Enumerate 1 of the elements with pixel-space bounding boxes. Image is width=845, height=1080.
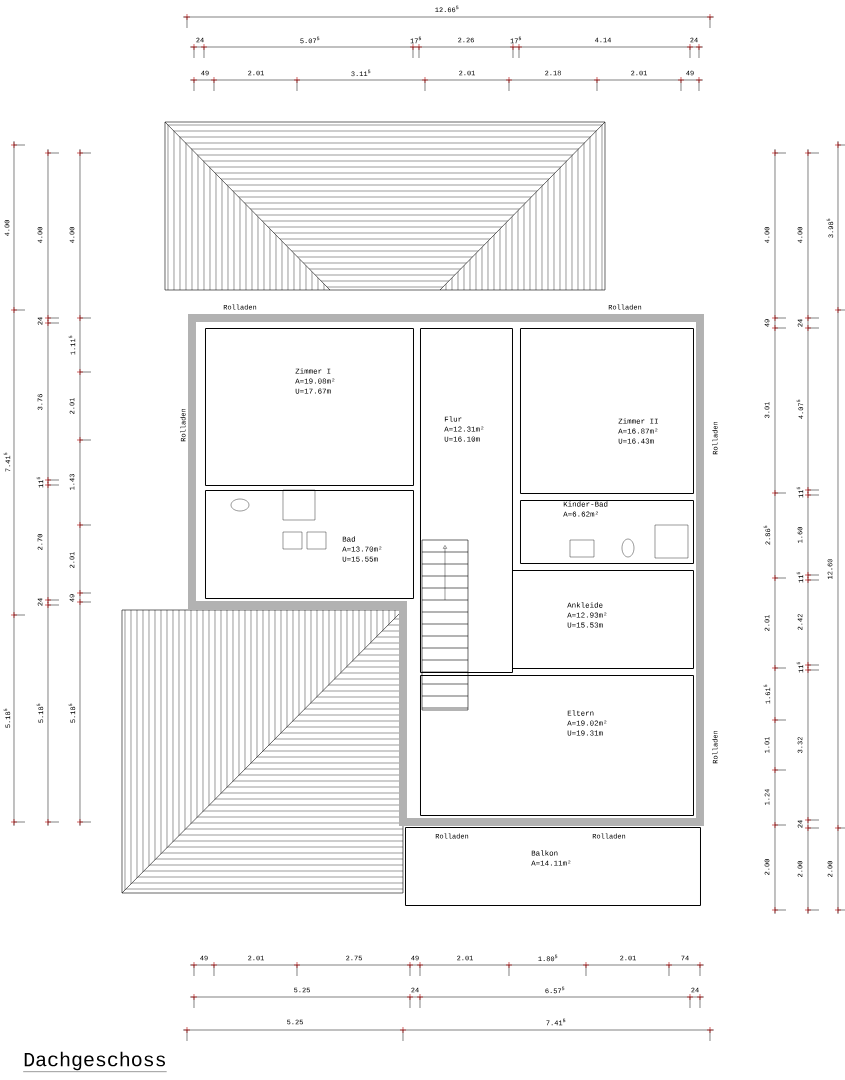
- title: Dachgeschoss: [23, 1051, 167, 1072]
